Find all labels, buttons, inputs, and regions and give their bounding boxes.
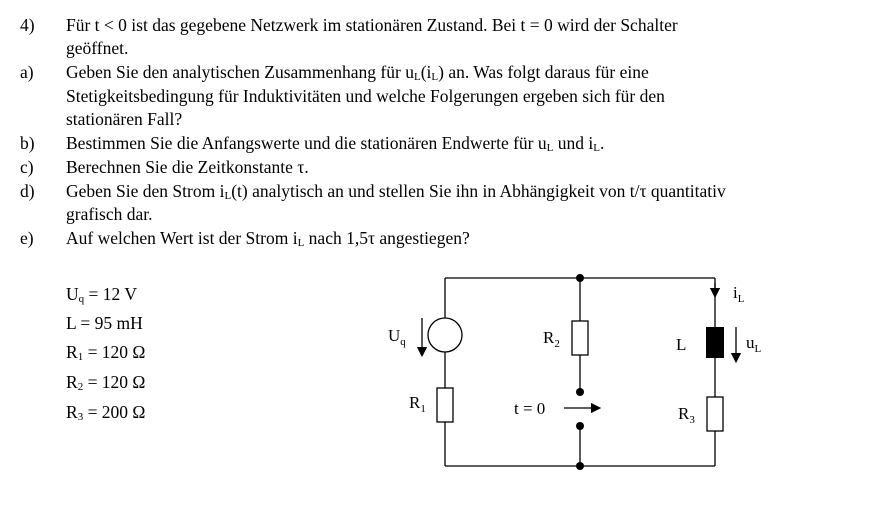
subtask-d-label: d): [20, 181, 35, 201]
subtask-a-line3: stationären Fall?: [66, 109, 183, 129]
inductor-symbol: [706, 327, 724, 358]
subtask-e-label: e): [20, 228, 34, 248]
subtask-a-line1: Geben Sie den analytischen Zusammenhang …: [66, 62, 649, 83]
subtask-b-label: b): [20, 133, 35, 153]
r3-label: R3: [678, 404, 695, 426]
r1-symbol: [436, 387, 454, 423]
param-l: L = 95 mH: [66, 313, 143, 333]
subtask-c-label: c): [20, 157, 34, 177]
r2-label: R2: [543, 328, 560, 350]
task-intro-line2: geöffnet.: [66, 38, 129, 58]
subtask-e-text: Auf welchen Wert ist der Strom iL nach 1…: [66, 228, 470, 249]
subtask-a-label: a): [20, 62, 34, 82]
param-r1: R1 = 120 Ω: [66, 342, 146, 363]
param-uq: Uq = 12 V: [66, 284, 137, 305]
switch-label: t = 0: [514, 399, 545, 418]
subtask-b-text: Bestimmen Sie die Anfangswerte und die s…: [66, 133, 605, 154]
subtask-a-line2: Stetigkeitsbedingung für Induktivitäten …: [66, 86, 665, 106]
node-top-mid: [576, 274, 584, 282]
inductor-label: L: [676, 335, 686, 354]
param-r2: R2 = 120 Ω: [66, 372, 146, 393]
task-intro-line1: Für t < 0 ist das gegebene Netzwerk im s…: [66, 15, 678, 35]
subtask-d-line2: grafisch dar.: [66, 204, 153, 224]
subtask-c-text: Berechnen Sie die Zeitkonstante τ.: [66, 157, 309, 177]
r1-label: R1: [409, 393, 426, 415]
il-label: iL: [733, 283, 745, 305]
r2-symbol: [571, 320, 589, 356]
subtask-d-line1: Geben Sie den Strom iL(t) analytisch an …: [66, 181, 726, 202]
task-number: 4): [20, 15, 35, 35]
param-r3: R3 = 200 Ω: [66, 402, 146, 423]
ul-label: uL: [746, 333, 762, 355]
switch-contact-bottom: [576, 422, 584, 430]
r3-symbol: [706, 396, 724, 432]
uq-label: Uq: [388, 326, 406, 348]
node-bottom-mid: [576, 462, 584, 470]
switch-contact-top: [576, 388, 584, 396]
voltage-source-symbol: [427, 317, 463, 353]
